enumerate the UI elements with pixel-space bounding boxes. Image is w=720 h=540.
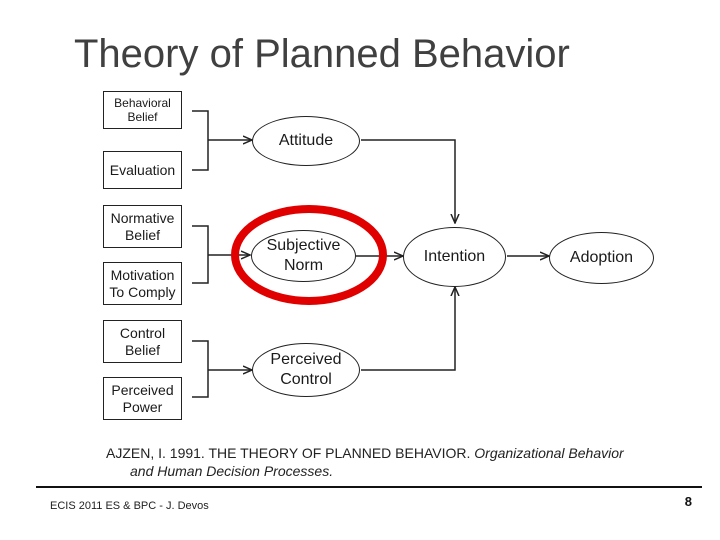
footer-divider	[36, 486, 702, 488]
adoption-node: Adoption	[549, 232, 654, 284]
page-number: 8	[684, 494, 692, 509]
citation: AJZEN, I. 1991. THE THEORY OF PLANNED BE…	[106, 444, 686, 480]
perceived-power-box: Perceived Power	[103, 377, 182, 420]
intention-node: Intention	[403, 227, 506, 287]
arrow-control-to-intention	[361, 287, 455, 371]
highlight-circle	[231, 205, 387, 305]
bracket-attitude	[192, 110, 209, 171]
citation-journal-part2: and Human Decision Processes.	[130, 463, 334, 479]
footer-text: ECIS 2011 ES & BPC - J. Devos	[50, 500, 209, 512]
control-belief-box: Control Belief	[103, 320, 182, 363]
slide-title: Theory of Planned Behavior	[74, 32, 570, 76]
bracket-subjective-norm	[192, 225, 209, 284]
attitude-node: Attitude	[252, 116, 360, 166]
subjective-norm-node: Subjective Norm	[251, 230, 356, 282]
bracket-perceived-control	[192, 340, 209, 398]
perceived-control-node: Perceived Control	[252, 343, 360, 397]
motivation-to-comply-box: Motivation To Comply	[103, 262, 182, 305]
normative-belief-box: Normative Belief	[103, 205, 182, 248]
behavioral-belief-box: Behavioral Belief	[103, 91, 182, 129]
evaluation-box: Evaluation	[103, 151, 182, 189]
arrow-attitude-to-intention	[361, 139, 455, 223]
citation-journal-part1: Organizational Behavior	[474, 445, 624, 461]
citation-authors-title: AJZEN, I. 1991. THE THEORY OF PLANNED BE…	[106, 445, 471, 461]
